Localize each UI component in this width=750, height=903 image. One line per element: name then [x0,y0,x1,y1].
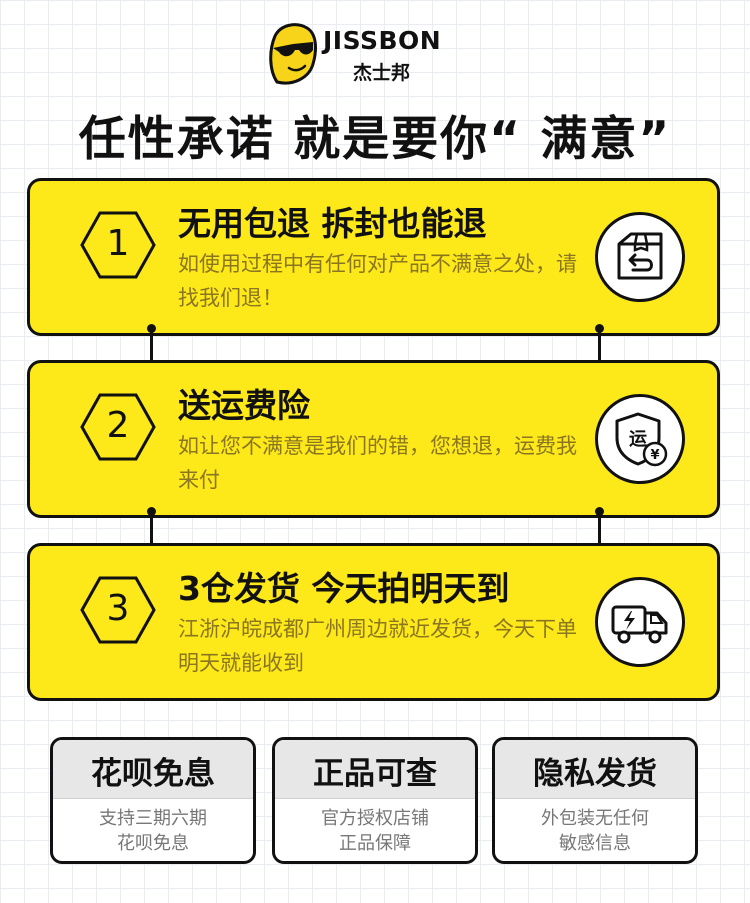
connector-dot [147,324,156,333]
promise-icon-badge: 运 ¥ [595,394,685,484]
step-number-badge: 1 [80,211,156,279]
feature-line: 官方授权店铺 [321,808,429,829]
feature-box-header [53,740,253,799]
connector-line [150,513,153,551]
feature-description: 官方授权店铺 正品保障 [275,806,475,856]
connector-dot [595,324,604,333]
connector-dot [595,507,604,516]
step-number: 1 [106,223,130,264]
step-number: 2 [106,405,130,446]
feature-line: 正品保障 [339,833,411,854]
feature-line: 支持三期六期 [99,808,207,829]
promise-icon-badge [595,212,685,302]
hexagon-icon [80,576,156,644]
feature-box-header [275,740,475,799]
brand-logo: JISSBON 杰士邦 [263,20,463,86]
promise-card-return: 1 无用包退 拆封也能退 如使用过程中有任何对产品不满意之处，请找我们退！ [27,178,720,336]
promise-card-shipping-insurance: 2 送运费险 如让您不满意是我们的错，您想退，运费我来付 运 ¥ [27,360,720,518]
promise-description: 如使用过程中有任何对产品不满意之处，请找我们退！ [178,252,577,310]
promise-title: 3仓发货 今天拍明天到 [178,569,510,608]
promise-description: 如让您不满意是我们的错，您想退，运费我来付 [178,434,577,492]
mascot-sunglasses-icon [269,23,317,85]
feature-title: 隐私发货 [533,756,657,792]
connector-line [150,330,153,368]
connector-line [598,330,601,368]
feature-description: 支持三期六期 花呗免息 [53,806,253,856]
step-number: 3 [106,588,130,629]
feature-box-interest-free: 花呗免息 支持三期六期 花呗免息 [50,737,256,864]
feature-title: 花呗免息 [91,756,215,792]
feature-title: 正品可查 [313,756,437,792]
svg-text:¥: ¥ [650,448,659,463]
return-box-icon [617,232,663,280]
connector-dot [147,507,156,516]
feature-line: 敏感信息 [559,833,631,854]
promise-title: 无用包退 拆封也能退 [178,204,487,243]
brand-name-cn: 杰士邦 [353,62,411,84]
page-title: 任性承诺 就是要你“ 满意” [78,112,672,167]
feature-description: 外包装无任何 敏感信息 [495,806,695,856]
step-number-badge: 2 [80,393,156,461]
promise-description: 江浙沪皖成都广州周边就近发货，今天下单明天就能收到 [178,617,577,675]
feature-box-private-shipping: 隐私发货 外包装无任何 敏感信息 [492,737,698,864]
step-number-badge: 3 [80,576,156,644]
promise-card-fast-delivery: 3 3仓发货 今天拍明天到 江浙沪皖成都广州周边就近发货，今天下单明天就能收到 [27,543,720,701]
hexagon-icon [80,211,156,279]
promise-icon-badge [595,577,685,667]
brand-name-en: JISSBON [323,26,442,55]
delivery-truck-icon [611,605,668,644]
shipping-insurance-shield-icon: 运 ¥ [615,412,668,467]
feature-line: 外包装无任何 [541,808,649,829]
svg-text:运: 运 [629,429,647,450]
feature-box-header [495,740,695,799]
connector-line [598,513,601,551]
feature-line: 花呗免息 [117,833,189,854]
promise-title: 送运费险 [178,386,310,425]
feature-box-authentic: 正品可查 官方授权店铺 正品保障 [272,737,478,864]
hexagon-icon [80,393,156,461]
